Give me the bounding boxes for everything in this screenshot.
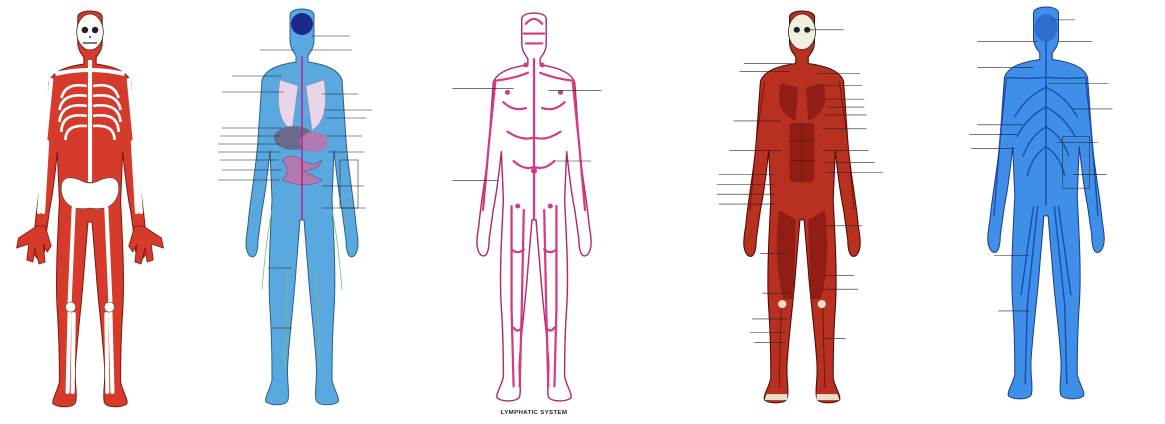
lymphatic-system-figure: LYMPHATIC SYSTEM bbox=[452, 13, 601, 416]
organ-system-figure bbox=[218, 9, 372, 405]
muscular-system-figure bbox=[717, 11, 883, 403]
nervous-system-figure bbox=[969, 7, 1113, 399]
skeletal-system-figure bbox=[17, 11, 164, 407]
lymphatic-caption: LYMPHATIC SYSTEM bbox=[501, 410, 567, 416]
